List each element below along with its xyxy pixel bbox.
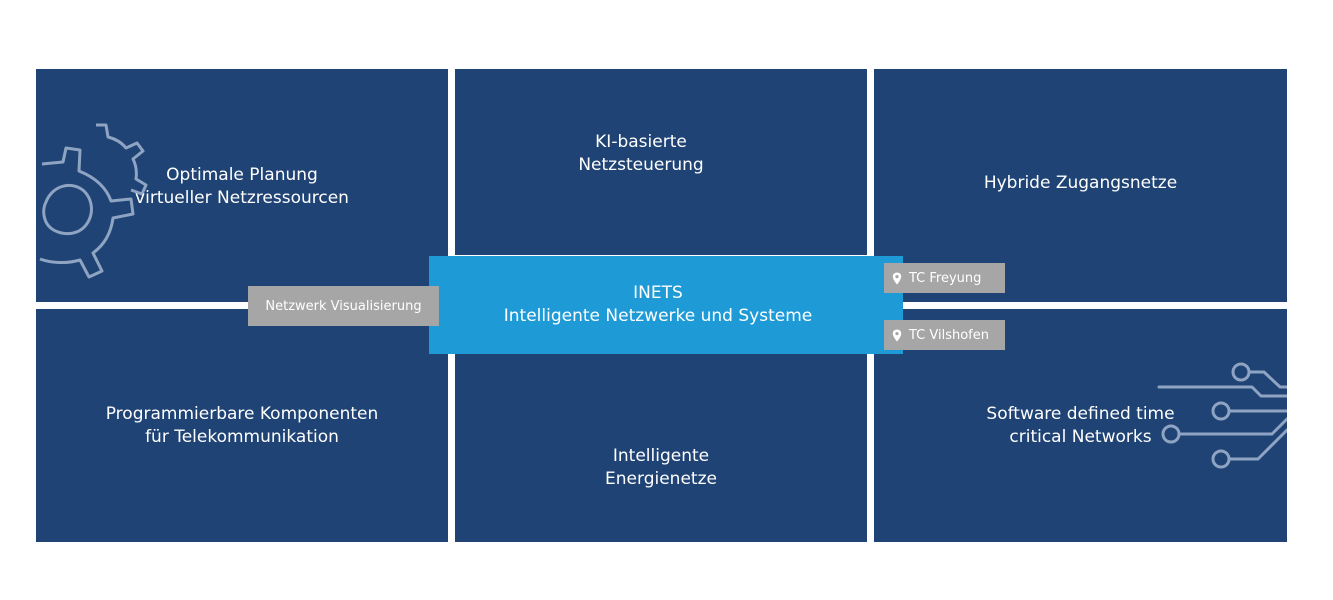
- tile-intelligente-energienetze[interactable]: Intelligente Energienetze: [455, 354, 867, 542]
- tag-label: Netzwerk Visualisierung: [265, 298, 422, 314]
- tile-label: Optimale Planung virtueller Netzressourc…: [135, 164, 349, 208]
- tile-label: Programmierbare Komponenten für Telekomm…: [105, 403, 379, 447]
- center-title: INETS Intelligente Netzwerke und Systeme: [503, 283, 813, 326]
- tile-label: Intelligente Energienetze: [605, 446, 717, 489]
- tile-optimale-planung[interactable]: Optimale Planung virtueller Netzressourc…: [36, 69, 448, 302]
- tag-netzwerk-visualisierung[interactable]: Netzwerk Visualisierung: [248, 286, 439, 326]
- tile-label: KI-basierte Netzsteuerung: [578, 132, 704, 175]
- tile-label: Software defined time critical Networks: [986, 403, 1175, 447]
- tile-label: Hybride Zugangsnetze: [983, 173, 1178, 193]
- tag-label: TC Freyung: [909, 270, 982, 286]
- tile-ki-basierte-netzsteuerung[interactable]: KI-basierte Netzsteuerung: [455, 69, 867, 255]
- circuit-icon: [1157, 362, 1287, 469]
- inets-center-box[interactable]: INETS Intelligente Netzwerke und Systeme: [429, 256, 903, 354]
- tile-programmierbare-komponenten[interactable]: Programmierbare Komponenten für Telekomm…: [36, 309, 448, 542]
- location-pin-icon: [892, 272, 902, 284]
- tag-tc-vilshofen[interactable]: TC Vilshofen: [884, 320, 1005, 350]
- tag-tc-freyung[interactable]: TC Freyung: [884, 263, 1005, 293]
- tag-label: TC Vilshofen: [909, 327, 989, 343]
- location-pin-icon: [892, 329, 902, 341]
- gear-icon: [39, 123, 148, 279]
